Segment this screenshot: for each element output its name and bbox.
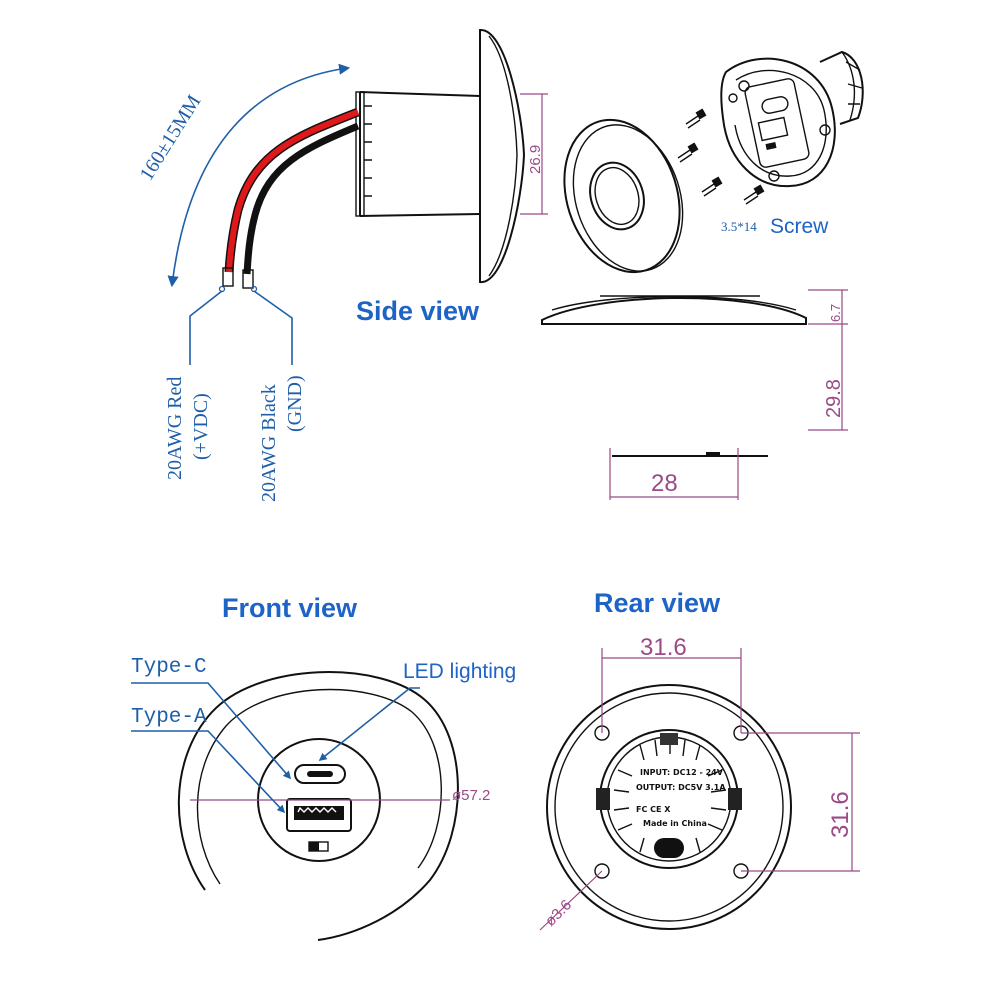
- dim-front-diameter: ø57.2: [452, 787, 490, 804]
- rear-outer-ring: [546, 684, 792, 930]
- base-type-c-port: [761, 96, 789, 114]
- heading-front-view: Front view: [222, 593, 358, 623]
- red-wire-polarity: (+VDC): [190, 393, 212, 460]
- dim-rear-v: 31.6: [827, 791, 854, 838]
- base-socket-housing: [744, 78, 810, 168]
- label-type-a: Type-A: [131, 706, 207, 729]
- rear-view-drawing: INPUT: DC12 - 24V OUTPUT: DC5V 3.1A FC C…: [539, 634, 860, 931]
- mounting-base: [720, 57, 836, 188]
- dim-depth: 29.8: [823, 379, 845, 418]
- heading-side-view: Side view: [356, 296, 480, 326]
- rear-clip-right: [728, 788, 742, 810]
- pcb-made-in: Made in China: [643, 819, 707, 828]
- dim-rear-h: 31.6: [640, 634, 687, 661]
- black-wire-label: 20AWG Black: [258, 384, 280, 502]
- black-wire-polarity: (GND): [284, 375, 306, 432]
- rear-top-latch: [660, 733, 678, 745]
- dim-hole-leader: [539, 870, 603, 931]
- pcb-cert-marks: FC CE X: [636, 805, 671, 814]
- black-wire: [243, 122, 360, 275]
- dim-rear-v-lines: [741, 732, 860, 872]
- screw-label: Screw: [770, 215, 829, 238]
- dim-rear-h-lines: [601, 648, 742, 733]
- front-type-c-port: [294, 764, 346, 784]
- red-wire-leader: [189, 290, 223, 365]
- type-c-leader: [131, 682, 292, 780]
- front-outer-ring: [177, 671, 459, 941]
- profile-view: 6.7 29.8 28: [541, 289, 848, 500]
- front-labels: Type-C Type-A LED lighting: [131, 656, 516, 814]
- red-wire-label: 20AWG Red: [164, 377, 186, 480]
- type-a-leader: [131, 730, 286, 814]
- pcb-output-text: OUTPUT: DC5V 3.1A: [636, 783, 726, 792]
- heading-rear-view: Rear view: [594, 588, 721, 618]
- cover-opening: [589, 161, 645, 231]
- black-wire-leader: [253, 290, 293, 365]
- dim-body-height: 26.9: [527, 145, 544, 174]
- dim-body-width: 28: [651, 470, 678, 497]
- label-led-lighting: LED lighting: [403, 660, 516, 683]
- side-body: [359, 91, 481, 217]
- label-type-c: Type-C: [131, 656, 207, 679]
- rear-clip-left: [596, 788, 610, 810]
- front-type-a-port: [286, 798, 352, 832]
- side-flange: [479, 28, 526, 284]
- screw-size: 3.5*14: [721, 219, 757, 234]
- exploded-view: 3.5*14 Screw: [563, 50, 864, 274]
- dim-cover-thickness: 6.7: [828, 304, 843, 322]
- rear-pcb-teeth: [613, 738, 727, 853]
- cable-length-arrow: [167, 63, 351, 288]
- rear-cable-grommet: [654, 838, 684, 858]
- screws: [677, 108, 765, 205]
- base-rear-cylinder: [819, 50, 864, 125]
- cable-length-label: 160±15MM: [136, 91, 206, 185]
- side-body-back-ridge: [355, 91, 365, 217]
- pcb-input-text: INPUT: DC12 - 24V: [640, 768, 724, 777]
- front-view-drawing: ø57.2: [177, 671, 490, 941]
- cable-length-annotation: 160±15MM: [136, 63, 351, 288]
- profile-cover: [541, 296, 807, 325]
- cover-disk: [563, 118, 681, 274]
- side-view-drawing: 26.9: [222, 28, 548, 289]
- rear-hole-bl: [594, 863, 610, 879]
- wire-labels: 20AWG Red (+VDC) 20AWG Black (GND): [164, 285, 306, 502]
- led-leader: [318, 687, 420, 761]
- base-type-a-port: [757, 116, 789, 142]
